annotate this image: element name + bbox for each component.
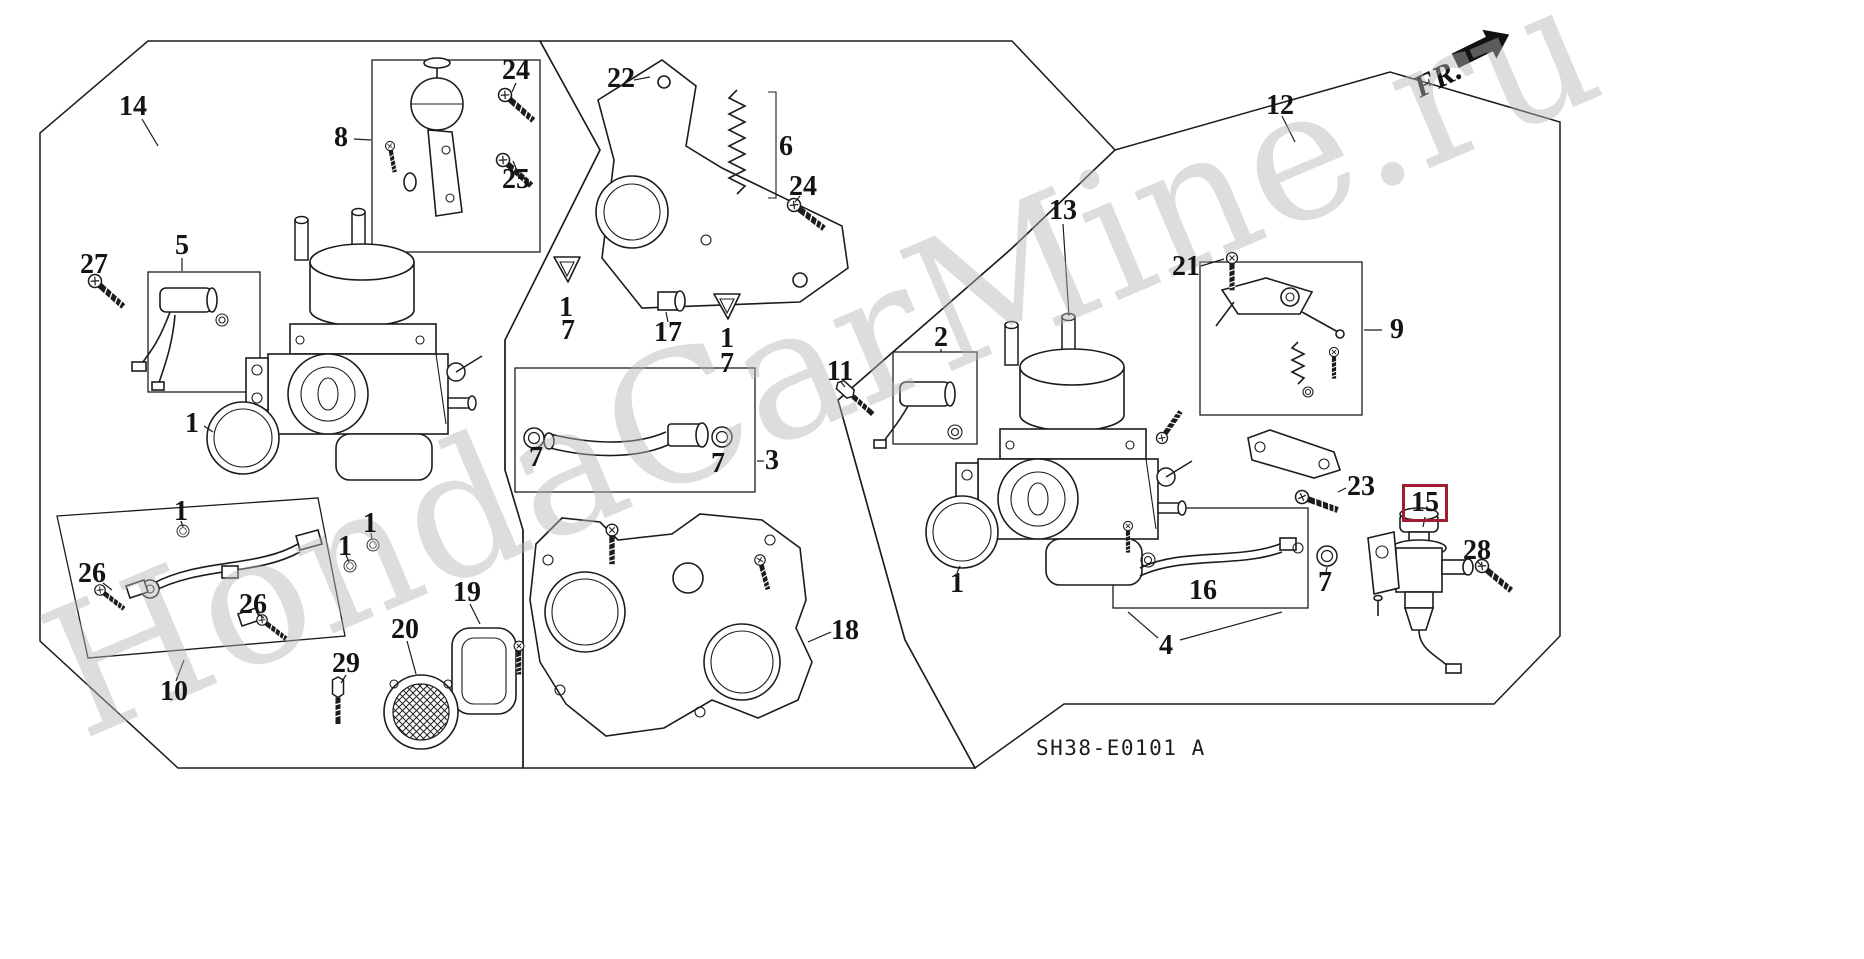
- gasket-19: [451, 627, 524, 715]
- part-label-13[interactable]: 13: [1049, 195, 1077, 226]
- screen-20: [383, 674, 459, 750]
- fuel-pipe-part-10: [124, 524, 380, 628]
- part-label-1[interactable]: 1: [363, 508, 377, 539]
- gasket-ring-right: [925, 495, 999, 569]
- part-label-18[interactable]: 18: [831, 615, 859, 646]
- part-label-7[interactable]: 7: [720, 348, 734, 379]
- part-label-1[interactable]: 1: [559, 292, 573, 323]
- detail-box-8: [371, 59, 541, 253]
- part-label-21[interactable]: 21: [1172, 251, 1200, 282]
- part-label-3[interactable]: 3: [765, 445, 779, 476]
- part-label-26[interactable]: 26: [78, 558, 106, 589]
- fr-direction-indicator: FR.: [1407, 29, 1510, 105]
- part-label-23[interactable]: 23: [1347, 471, 1375, 502]
- part-label-4[interactable]: 4: [1159, 630, 1173, 661]
- ring-7-right: [1316, 545, 1338, 567]
- fr-arrow-icon: [1451, 29, 1510, 68]
- screw-on-right-carb: [1154, 408, 1185, 445]
- part-label-15[interactable]: 15: [1402, 484, 1448, 522]
- part-label-2[interactable]: 2: [934, 322, 948, 353]
- gasket-plate-18: [529, 513, 813, 737]
- pipe-box-16: [1123, 521, 1304, 577]
- detail-box-5: [147, 271, 261, 393]
- cylinder-17: [657, 290, 686, 312]
- detail-box-2: [892, 351, 978, 445]
- part-label-14[interactable]: 14: [119, 91, 147, 122]
- part-label-26[interactable]: 26: [239, 589, 267, 620]
- part-label-1[interactable]: 1: [185, 408, 199, 439]
- part-label-7[interactable]: 7: [561, 315, 575, 346]
- part-label-9[interactable]: 9: [1390, 314, 1404, 345]
- solenoid-part-2: [873, 381, 963, 449]
- part-label-24[interactable]: 24: [789, 171, 817, 202]
- part-label-11[interactable]: 11: [826, 356, 854, 387]
- part-label-1[interactable]: 1: [720, 323, 734, 354]
- part-label-19[interactable]: 19: [453, 577, 481, 608]
- bracket-23: [1247, 429, 1340, 516]
- diagram-code: SH38-E0101 A: [1036, 736, 1206, 760]
- part-label-25[interactable]: 25: [502, 164, 530, 195]
- solenoid-part-5: [131, 287, 229, 391]
- part-label-7[interactable]: 7: [1318, 567, 1332, 598]
- detail-box-3: [514, 367, 756, 493]
- carburetor-right: [925, 312, 1193, 586]
- hose-box-3: [523, 422, 733, 457]
- part-label-24[interactable]: 24: [502, 55, 530, 86]
- part-label-6[interactable]: 6: [779, 131, 793, 162]
- part-label-1[interactable]: 1: [338, 531, 352, 562]
- part-label-7[interactable]: 7: [529, 442, 543, 473]
- gasket-ring-left: [206, 401, 280, 475]
- screw-21: [1226, 252, 1237, 290]
- carburetor-left: [206, 207, 483, 481]
- part-label-29[interactable]: 29: [332, 648, 360, 679]
- part-label-1[interactable]: 1: [950, 568, 964, 599]
- leader-lines: [102, 76, 1482, 684]
- part-8-valve-assembly: [385, 57, 464, 217]
- part-label-7[interactable]: 7: [711, 448, 725, 479]
- dashpot-box-9: [1215, 277, 1345, 398]
- panel-borders: [39, 40, 1561, 770]
- part-label-8[interactable]: 8: [334, 122, 348, 153]
- spring-part-6: [727, 89, 747, 195]
- part-label-16[interactable]: 16: [1189, 575, 1217, 606]
- bolt-29: [333, 677, 344, 724]
- part-label-22[interactable]: 22: [607, 63, 635, 94]
- part-label-5[interactable]: 5: [175, 230, 189, 261]
- part-label-28[interactable]: 28: [1463, 535, 1491, 566]
- detail-box-9: [1199, 261, 1363, 416]
- part-label-12[interactable]: 12: [1266, 90, 1294, 121]
- bracket-part-6: [595, 59, 849, 309]
- part-label-27[interactable]: 27: [80, 249, 108, 280]
- part-label-1[interactable]: 1: [174, 496, 188, 527]
- part-label-20[interactable]: 20: [391, 614, 419, 645]
- part-label-17[interactable]: 17: [654, 317, 682, 348]
- valve-15: [1367, 507, 1474, 674]
- part-label-10[interactable]: 10: [160, 676, 188, 707]
- detail-box-10: [56, 497, 346, 659]
